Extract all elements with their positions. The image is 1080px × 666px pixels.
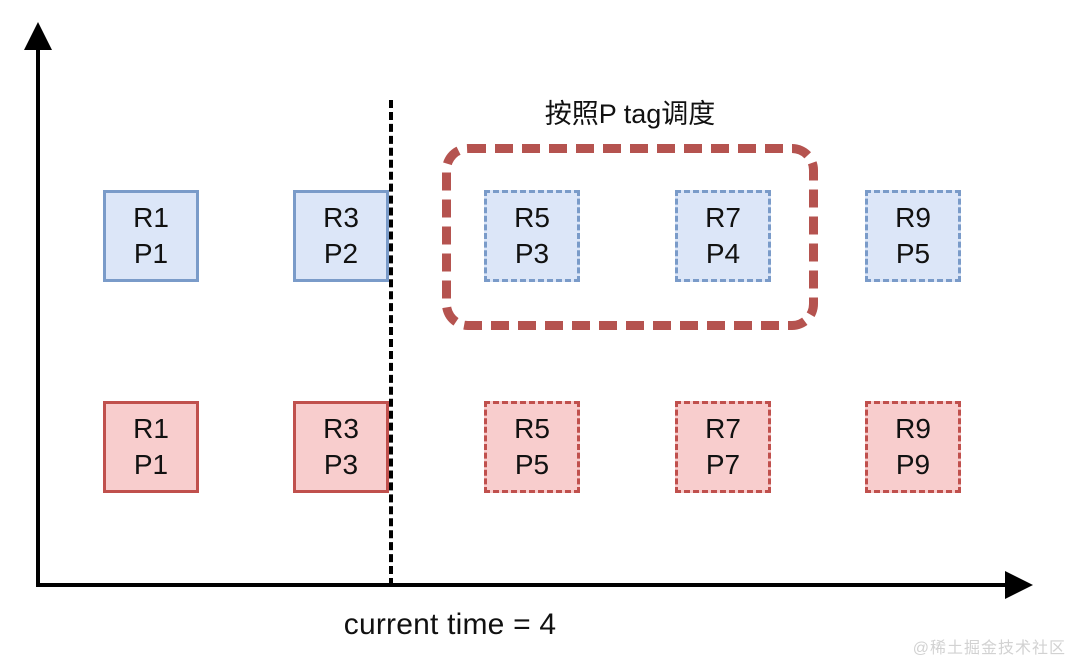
task-request-label: R1 (133, 413, 169, 444)
task-tag-label: P2 (323, 238, 359, 269)
task-tag-label: P5 (514, 449, 550, 480)
y-axis-arrow-icon (24, 22, 52, 50)
current-time-divider (389, 100, 393, 586)
task-box-red-1[interactable]: R1 P1 (103, 401, 199, 493)
task-request-label: R9 (895, 413, 931, 444)
task-request-label: R3 (323, 202, 359, 233)
watermark-label: @稀土掘金技术社区 (912, 640, 1066, 657)
task-request-label: R1 (133, 202, 169, 233)
x-axis-line (36, 583, 1013, 587)
task-tag-label: P7 (705, 449, 741, 480)
task-tag-label: P1 (133, 449, 169, 480)
task-tag-label: P1 (133, 238, 169, 269)
task-tag-label: P5 (895, 238, 931, 269)
task-tag-label: P3 (514, 238, 550, 269)
task-box-red-3[interactable]: R5 P5 (484, 401, 580, 493)
task-request-label: R5 (514, 202, 550, 233)
task-box-blue-5[interactable]: R9 P5 (865, 190, 961, 282)
y-axis-line (36, 44, 40, 587)
task-box-blue-4[interactable]: R7 P4 (675, 190, 771, 282)
task-request-label: R7 (705, 413, 741, 444)
task-box-blue-2[interactable]: R3 P2 (293, 190, 389, 282)
task-request-label: R7 (705, 202, 741, 233)
group-highlight-box (442, 144, 818, 330)
task-request-label: R9 (895, 202, 931, 233)
task-request-label: R3 (323, 413, 359, 444)
task-tag-label: P4 (705, 238, 741, 269)
x-axis-arrow-icon (1005, 571, 1033, 599)
task-box-red-4[interactable]: R7 P7 (675, 401, 771, 493)
task-box-red-2[interactable]: R3 P3 (293, 401, 389, 493)
group-label: 按照P tag调度 (544, 99, 716, 129)
task-tag-label: P9 (895, 449, 931, 480)
task-box-blue-3[interactable]: R5 P3 (484, 190, 580, 282)
task-request-label: R5 (514, 413, 550, 444)
current-time-label: current time = 4 (343, 608, 557, 641)
task-box-red-5[interactable]: R9 P9 (865, 401, 961, 493)
task-box-blue-1[interactable]: R1 P1 (103, 190, 199, 282)
task-tag-label: P3 (323, 449, 359, 480)
